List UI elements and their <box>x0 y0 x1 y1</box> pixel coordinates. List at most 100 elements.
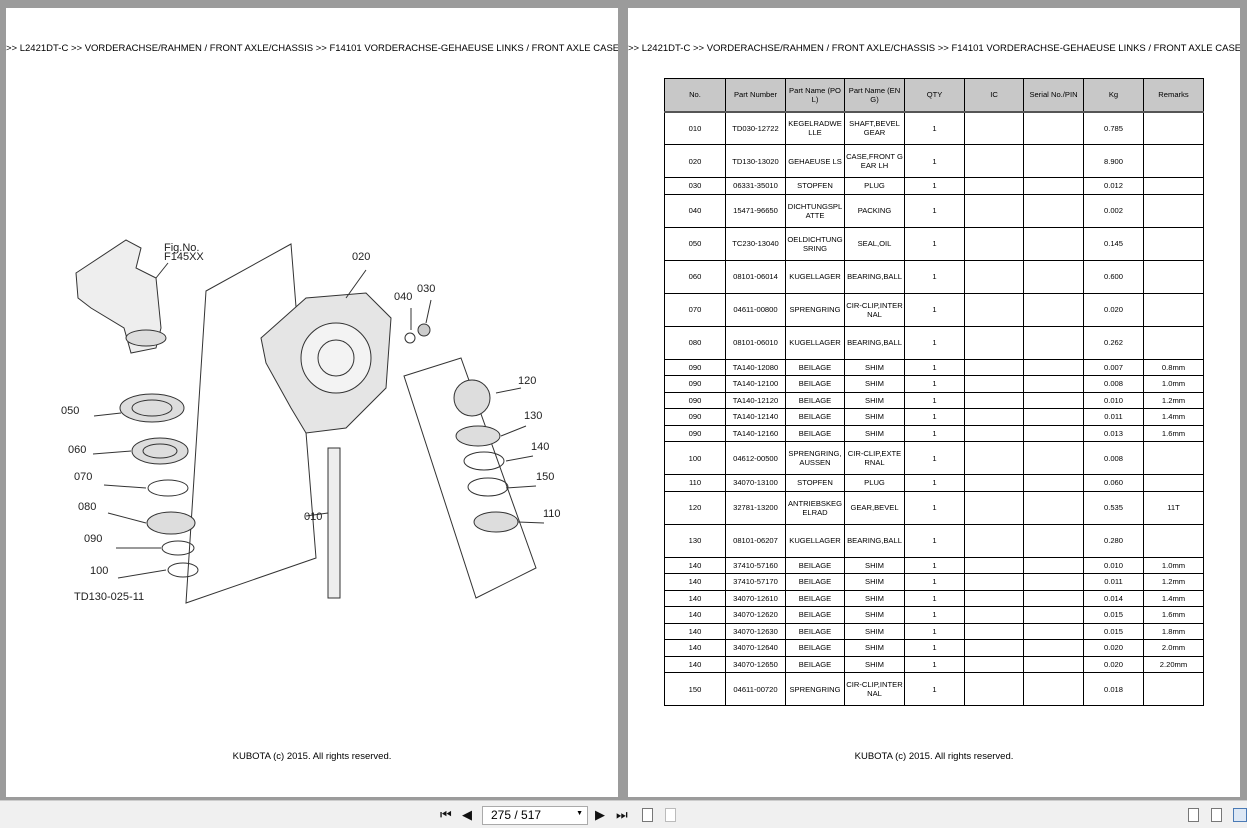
table-cell: 08101-06014 <box>725 259 786 294</box>
table-cell: SHIM <box>844 639 905 657</box>
table-cell: 0.8mm <box>1143 358 1204 376</box>
table-cell: 0.008 <box>1083 441 1144 475</box>
table-cell: SHIM <box>844 424 905 442</box>
table-cell: 1 <box>904 375 965 393</box>
table-cell: TD130-13020 <box>725 144 786 178</box>
table-cell: 1 <box>904 655 965 673</box>
table-cell <box>964 573 1024 591</box>
continuous-view-icon[interactable] <box>1211 808 1222 822</box>
table-cell: GEHAEUSE LS <box>785 144 845 178</box>
table-cell: 11T <box>1143 490 1204 525</box>
table-cell <box>964 556 1024 574</box>
table-cell: 1 <box>904 622 965 640</box>
callout-130: 130 <box>524 410 542 422</box>
table-cell: 34070-12610 <box>725 589 786 607</box>
table-cell: 15471-96650 <box>725 193 786 228</box>
table-cell: SHIM <box>844 606 905 624</box>
exploded-parts-diagram: Fig.No. F145XX 010 020 030 040 050 060 0… <box>61 239 561 604</box>
table-cell: 0.020 <box>1083 655 1144 673</box>
paste-page-icon[interactable] <box>665 808 676 822</box>
table-cell: 150 <box>664 672 726 706</box>
table-cell: 0.014 <box>1083 589 1144 607</box>
table-cell: BEILAGE <box>785 622 845 640</box>
page-number-field[interactable]: 275 / 517 ▼ <box>482 806 588 825</box>
table-cell: SHIM <box>844 391 905 409</box>
table-cell <box>1023 391 1084 409</box>
table-cell: 1 <box>904 259 965 294</box>
column-header: No. <box>664 78 726 113</box>
table-cell <box>1143 193 1204 228</box>
table-cell: 1 <box>904 672 965 706</box>
table-cell: 2.0mm <box>1143 639 1204 657</box>
column-header: Part Name (ENG) <box>844 78 905 113</box>
table-cell: 1 <box>904 292 965 327</box>
table-cell: 1.8mm <box>1143 622 1204 640</box>
single-page-view-icon[interactable] <box>1188 808 1199 822</box>
table-cell <box>1023 325 1084 360</box>
table-cell: 100 <box>664 441 726 475</box>
table-cell: 1 <box>904 606 965 624</box>
table-cell: PLUG <box>844 474 905 492</box>
first-page-button[interactable]: ⏮︎ <box>440 807 452 822</box>
callout-150: 150 <box>536 471 554 483</box>
two-page-view-icon[interactable] <box>1233 808 1247 822</box>
table-cell <box>1143 672 1204 706</box>
fig-number: F145XX <box>164 251 204 263</box>
table-cell: SHIM <box>844 622 905 640</box>
table-cell: 0.012 <box>1083 177 1144 195</box>
chevron-down-icon[interactable]: ▼ <box>576 810 583 817</box>
table-cell <box>964 375 1024 393</box>
right-page: >> L2421DT-C >> VORDERACHSE/RAHMEN / FRO… <box>628 8 1240 797</box>
table-cell <box>1143 177 1204 195</box>
table-cell: GEAR,BEVEL <box>844 490 905 525</box>
callout-030: 030 <box>417 283 435 295</box>
previous-page-button[interactable]: ◀ <box>462 807 472 822</box>
table-cell <box>1143 523 1204 558</box>
table-cell: STOPFEN <box>785 474 845 492</box>
table-cell: BEARING,BALL <box>844 325 905 360</box>
table-cell: 1.4mm <box>1143 408 1204 426</box>
table-cell: 08101-06010 <box>725 325 786 360</box>
table-cell: 04612-00500 <box>725 441 786 475</box>
table-cell: OELDICHTUNGSRING <box>785 226 845 261</box>
table-cell: 0.010 <box>1083 391 1144 409</box>
table-cell: BEARING,BALL <box>844 259 905 294</box>
table-cell: 040 <box>664 193 726 228</box>
next-page-button[interactable]: ▶ <box>595 807 605 822</box>
page-number-value: 275 / 517 <box>491 808 542 822</box>
column-header: QTY <box>904 78 965 113</box>
table-cell <box>964 490 1024 525</box>
table-cell <box>964 144 1024 178</box>
copy-page-icon[interactable] <box>642 808 653 822</box>
table-cell: 34070-12640 <box>725 639 786 657</box>
table-cell: 34070-13100 <box>725 474 786 492</box>
table-cell <box>964 358 1024 376</box>
table-cell: TA140-12160 <box>725 424 786 442</box>
table-cell: SHIM <box>844 573 905 591</box>
table-cell: 1 <box>904 408 965 426</box>
table-cell: 1 <box>904 325 965 360</box>
table-cell <box>964 672 1024 706</box>
table-cell: 34070-12630 <box>725 622 786 640</box>
table-cell: 0.013 <box>1083 424 1144 442</box>
table-cell: 0.018 <box>1083 672 1144 706</box>
callout-050: 050 <box>61 405 79 417</box>
table-cell: 1 <box>904 226 965 261</box>
column-header: IC <box>964 78 1024 113</box>
table-cell <box>1023 177 1084 195</box>
table-cell <box>1023 490 1084 525</box>
column-header: Serial No./PIN <box>1023 78 1084 113</box>
table-cell <box>964 622 1024 640</box>
table-cell: 1.6mm <box>1143 606 1204 624</box>
table-cell: 1 <box>904 391 965 409</box>
table-cell: 140 <box>664 639 726 657</box>
last-page-button[interactable]: ⏭︎ <box>616 807 628 822</box>
table-cell <box>964 259 1024 294</box>
table-cell <box>964 589 1024 607</box>
column-header: Part Name (POL) <box>785 78 845 113</box>
